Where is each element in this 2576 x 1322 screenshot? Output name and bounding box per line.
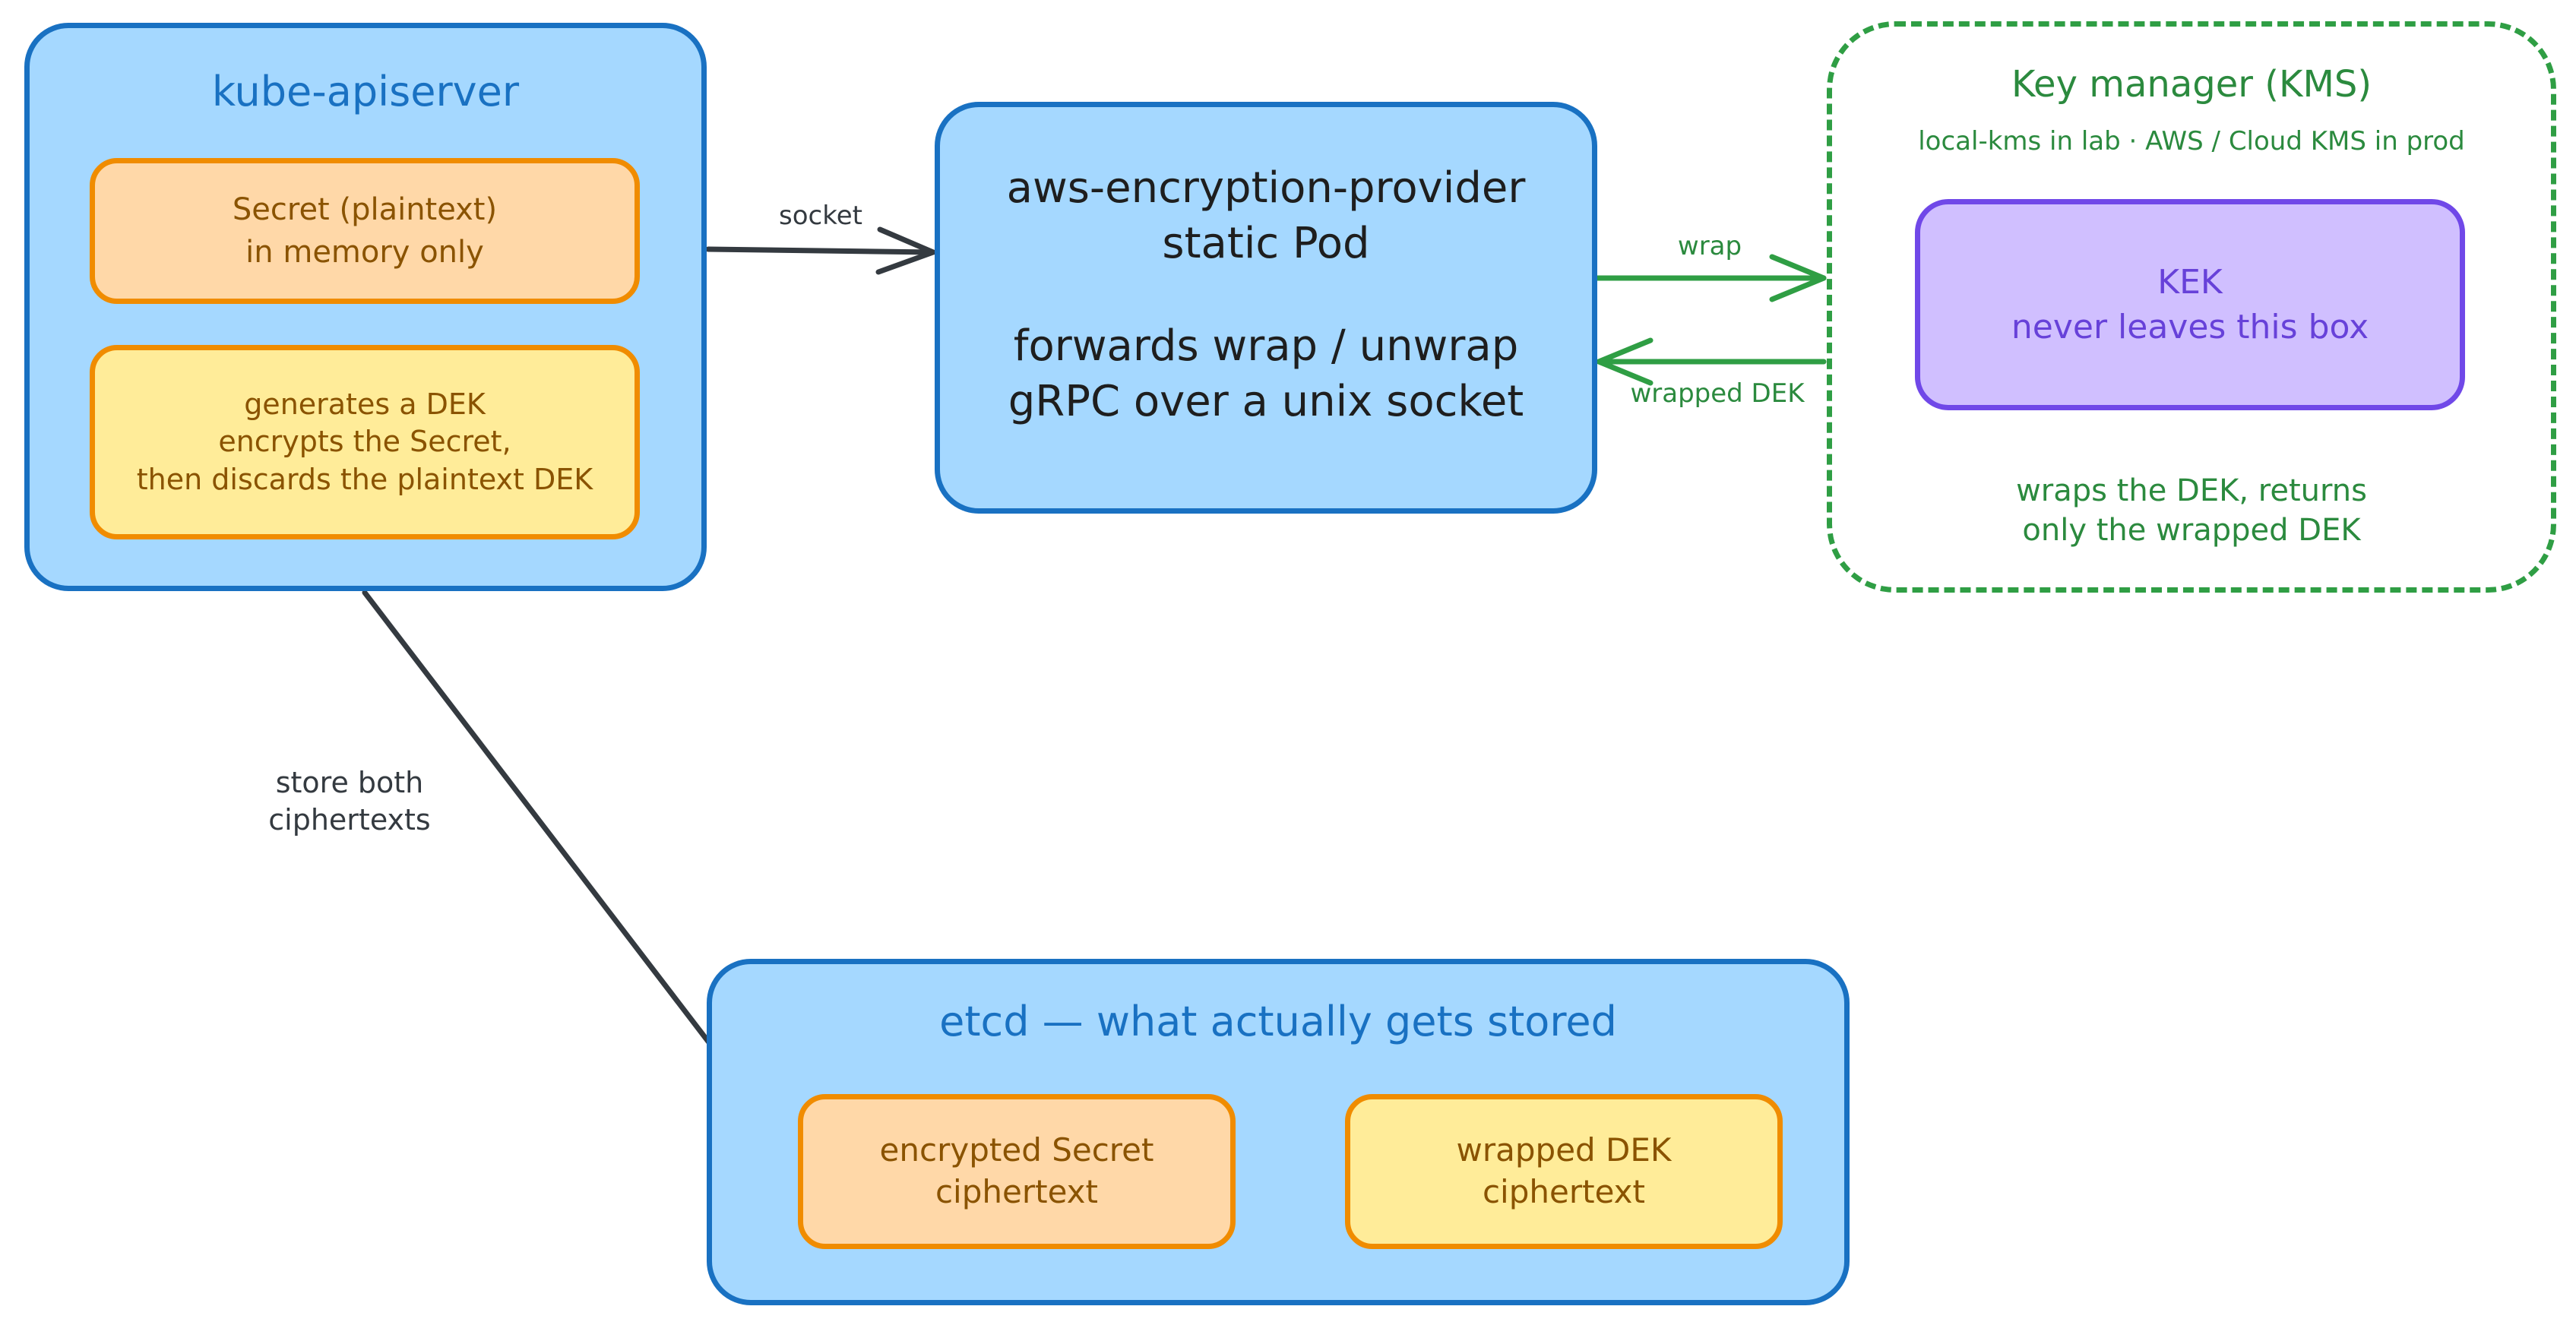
encrypted-secret-box: encrypted Secret ciphertext xyxy=(798,1094,1236,1249)
plaintext-secret-box: Secret (plaintext) in memory only xyxy=(90,158,640,304)
kms-container xyxy=(1827,21,2556,593)
kube-apiserver-title: kube-apiserver xyxy=(211,68,520,115)
etcd-title: etcd — what actually gets stored xyxy=(939,998,1617,1045)
store-label: store both ciphertexts xyxy=(268,766,431,837)
dek-generation-box: generates a DEK encrypts the Secret, the… xyxy=(90,345,640,539)
wrapped-dek-box: wrapped DEK ciphertext xyxy=(1345,1094,1783,1249)
kek-box: KEK never leaves this box xyxy=(1915,199,2465,410)
socket-label: socket xyxy=(779,201,862,231)
encryption-provider-title: aws-encryption-provider static Pod xyxy=(1006,163,1526,268)
encryption-provider-box xyxy=(935,102,1597,514)
kms-subtitle: local-kms in lab · AWS / Cloud KMS in pr… xyxy=(1918,126,2465,157)
wrap-arrow xyxy=(1593,254,1827,302)
wrap-label: wrap xyxy=(1677,231,1742,261)
socket-arrow xyxy=(705,226,936,275)
kms-title: Key manager (KMS) xyxy=(2011,63,2372,106)
wrapped-dek-arrow xyxy=(1596,337,1827,386)
encryption-provider-description: forwards wrap / unwrap gRPC over a unix … xyxy=(1008,321,1524,426)
wrapped-dek-label: wrapped DEK xyxy=(1630,378,1805,409)
kms-note: wraps the DEK, returns only the wrapped … xyxy=(2016,473,2367,548)
